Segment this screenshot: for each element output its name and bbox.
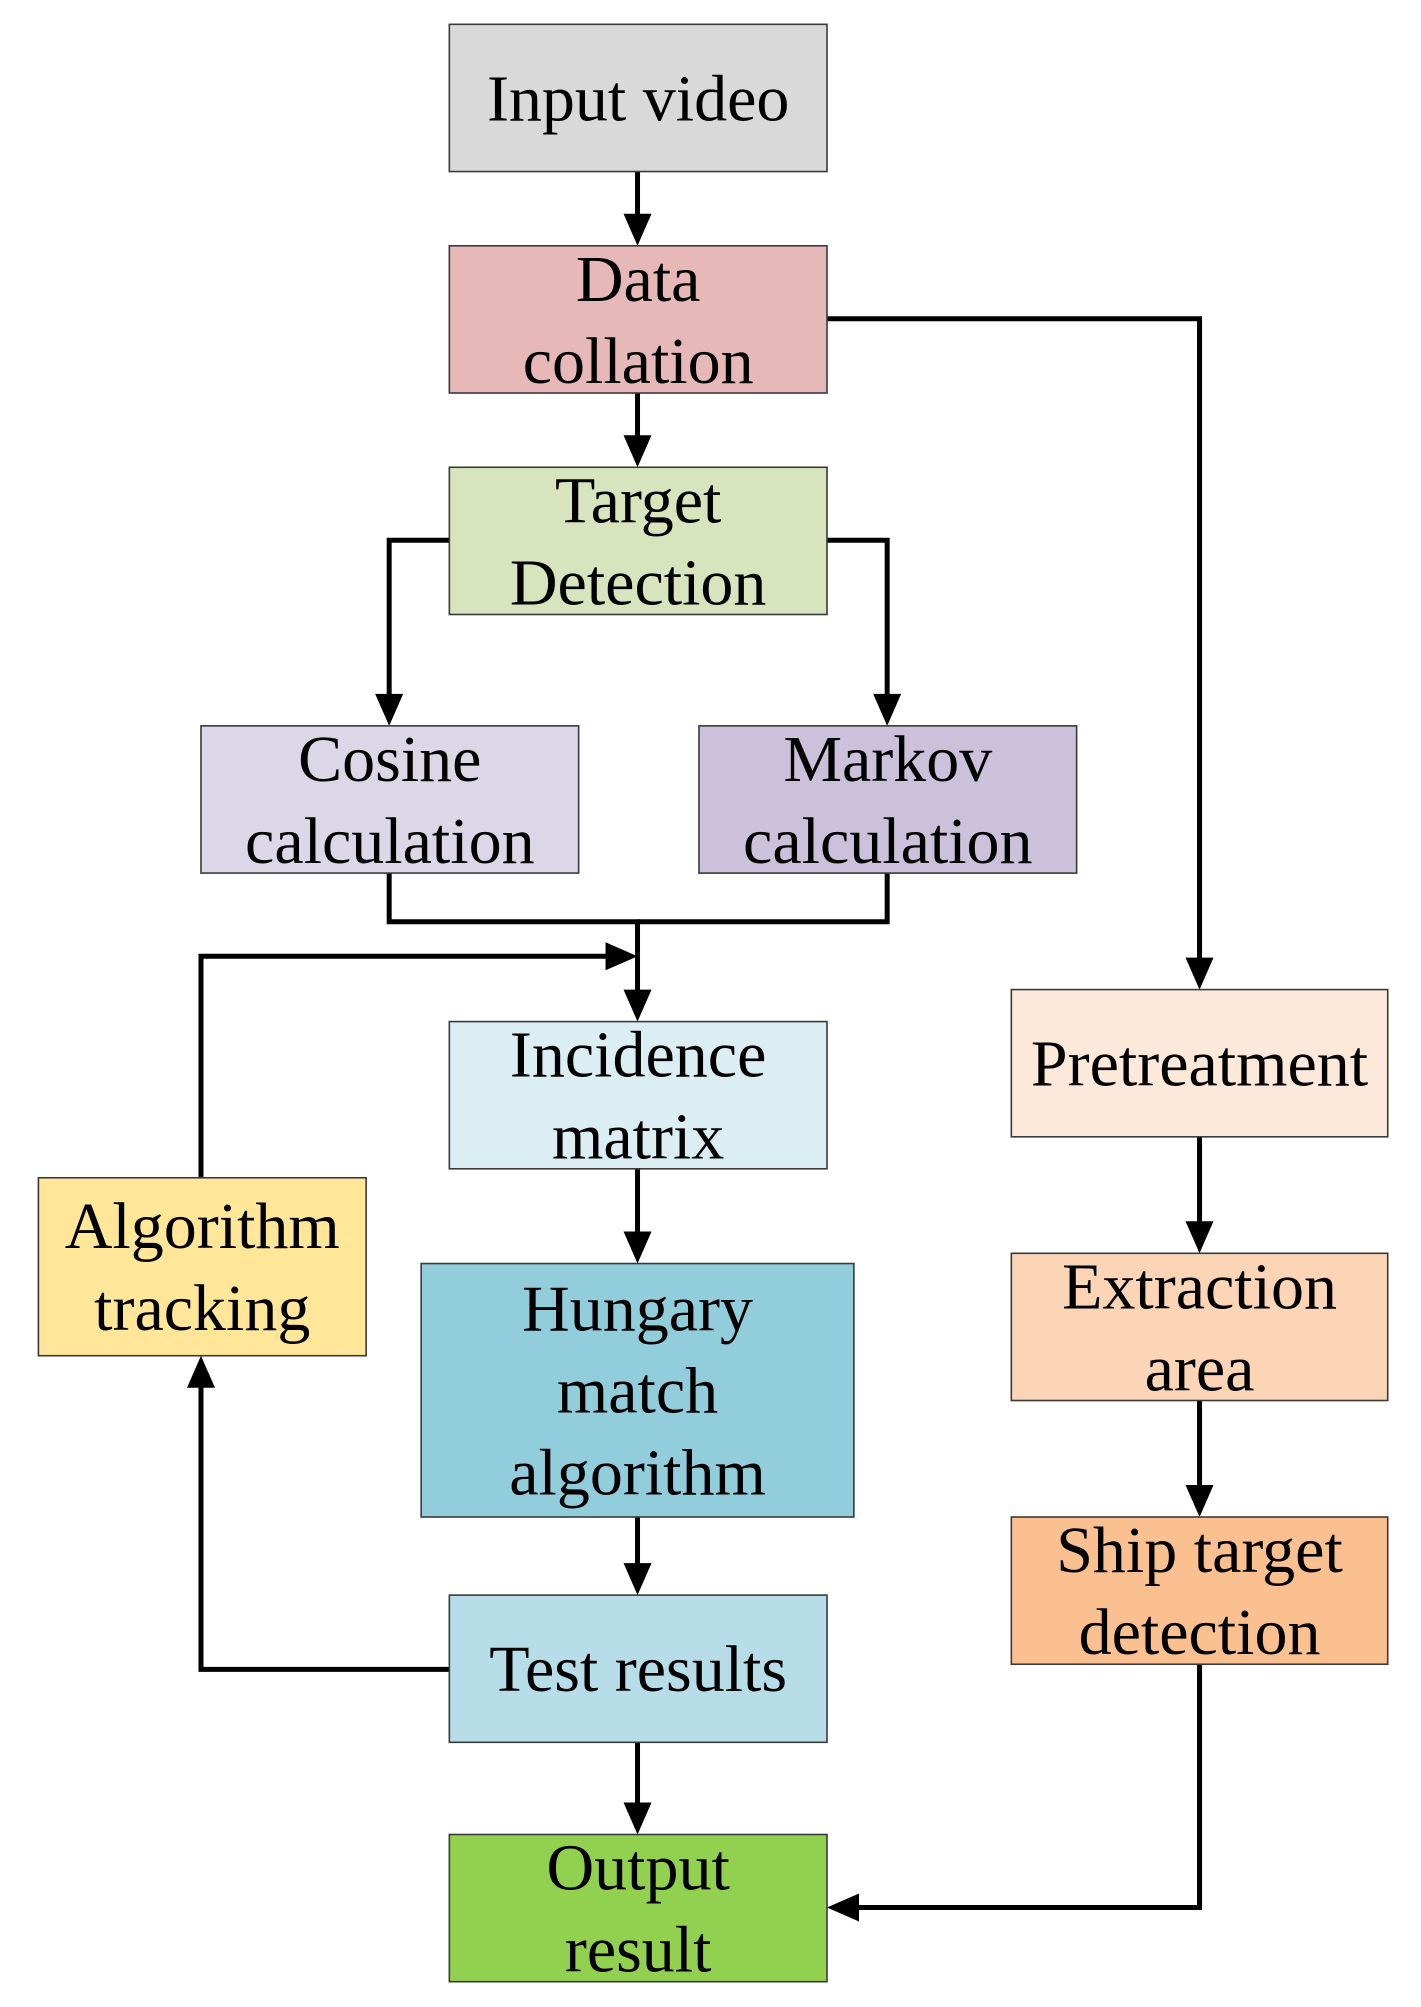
edge-hungary-match-algorithm-to-test-results	[623, 1517, 652, 1596]
node-box	[698, 725, 1078, 874]
node-label-line: calculation	[245, 805, 535, 878]
arrowhead	[623, 213, 652, 246]
edge-ship-target-detection-to-output-result	[826, 1664, 1203, 1922]
node-label-line: Extraction	[1062, 1250, 1337, 1323]
edge-line	[637, 873, 890, 925]
edge-line	[386, 873, 641, 1000]
arrowhead	[605, 942, 638, 971]
node-label-line: Detection	[510, 546, 767, 619]
node-cosine-calculation: Cosine calculation	[200, 723, 580, 878]
node-box	[1010, 988, 1389, 1138]
arrowhead	[375, 693, 404, 726]
node-label-line: tracking	[94, 1272, 310, 1345]
node-label-line: algorithm	[509, 1437, 766, 1510]
arrowhead	[1185, 957, 1214, 990]
edge-test-results-to-output-result	[623, 1742, 652, 1835]
arrowhead	[623, 989, 652, 1022]
edge-line	[386, 537, 450, 704]
node-label-line: Algorithm	[65, 1190, 340, 1263]
node-label-line: area	[1145, 1332, 1255, 1405]
node-output-result: Output result	[448, 1832, 828, 1987]
node-box	[448, 1833, 828, 1983]
node-box	[448, 1594, 828, 1744]
node-hungary-match-algorithm: Hungary match algorithm	[420, 1262, 855, 1518]
edge-line	[849, 1664, 1203, 1910]
node-data-collation: Data collation	[448, 243, 828, 398]
node-markov-calculation: Markov calculation	[698, 723, 1078, 878]
node-label-line: collation	[523, 325, 754, 398]
node-box	[1010, 1252, 1389, 1402]
arrowhead	[623, 1802, 652, 1835]
node-label-line: Hungary	[522, 1273, 753, 1346]
edge-input-video-to-data-collation	[623, 171, 652, 246]
node-box	[420, 1262, 855, 1518]
node-label-line: calculation	[743, 805, 1033, 878]
node-pretreatment: Pretreatment	[1010, 988, 1389, 1138]
node-input-video: Input video	[448, 23, 828, 173]
node-label-line: result	[565, 1914, 712, 1987]
edge-line	[826, 537, 890, 704]
node-label-line: Test results	[489, 1633, 787, 1706]
node-box	[448, 23, 828, 173]
edge-line	[198, 1378, 450, 1672]
node-label-line: Data	[576, 243, 701, 316]
edge-extraction-area-to-ship-target-detection	[1185, 1400, 1214, 1518]
node-label-line: Pretreatment	[1031, 1028, 1368, 1101]
arrowhead	[873, 693, 902, 726]
edges-layer	[186, 171, 1214, 1922]
node-label-line: Output	[546, 1832, 729, 1905]
arrowhead	[1185, 1485, 1214, 1518]
node-test-results: Test results	[448, 1594, 828, 1744]
edge-data-collation-to-target-detection	[623, 393, 652, 468]
node-box	[448, 466, 828, 616]
node-algorithm-tracking: Algorithm tracking	[37, 1176, 367, 1357]
edge-data-collation-to-pretreatment	[826, 316, 1214, 990]
node-box	[448, 1020, 828, 1170]
node-box	[1010, 1516, 1389, 1666]
edge-line	[826, 316, 1203, 968]
node-label-line: Target	[555, 464, 721, 537]
edge-pretreatment-to-extraction-area	[1185, 1136, 1214, 1254]
edge-incidence-matrix-to-hungary-match-algorithm	[623, 1168, 652, 1264]
arrowhead	[826, 1893, 859, 1922]
node-label-line: Cosine	[298, 723, 481, 796]
edge-cosine-calculation-to-incidence-matrix	[386, 873, 652, 1022]
arrowhead	[623, 1231, 652, 1264]
node-box	[37, 1176, 367, 1357]
node-ship-target-detection: Ship target detection	[1010, 1514, 1389, 1669]
arrowhead	[1185, 1221, 1214, 1254]
arrowhead	[623, 435, 652, 468]
node-box	[448, 244, 828, 394]
edge-algorithm-tracking-to-incidence-matrix	[198, 942, 638, 1178]
node-box	[200, 725, 580, 874]
node-label-line: Ship target	[1056, 1514, 1343, 1587]
node-label-line: Incidence	[510, 1019, 767, 1092]
node-label-line: matrix	[552, 1101, 724, 1174]
edge-target-detection-to-markov-calculation	[826, 537, 902, 726]
arrowhead	[186, 1355, 215, 1388]
edge-test-results-to-algorithm-tracking	[186, 1355, 450, 1672]
edge-target-detection-to-cosine-calculation	[375, 537, 450, 726]
edge-line	[198, 953, 616, 1178]
arrowhead	[623, 1563, 652, 1596]
node-label-line: Markov	[783, 723, 992, 796]
node-label-line: match	[557, 1355, 718, 1428]
node-extraction-area: Extraction area	[1010, 1250, 1389, 1405]
node-label-line: Input video	[487, 62, 789, 135]
node-incidence-matrix: Incidence matrix	[448, 1019, 828, 1174]
edge-markov-calculation-to-incidence-matrix	[637, 873, 890, 925]
node-label-line: detection	[1079, 1596, 1321, 1669]
